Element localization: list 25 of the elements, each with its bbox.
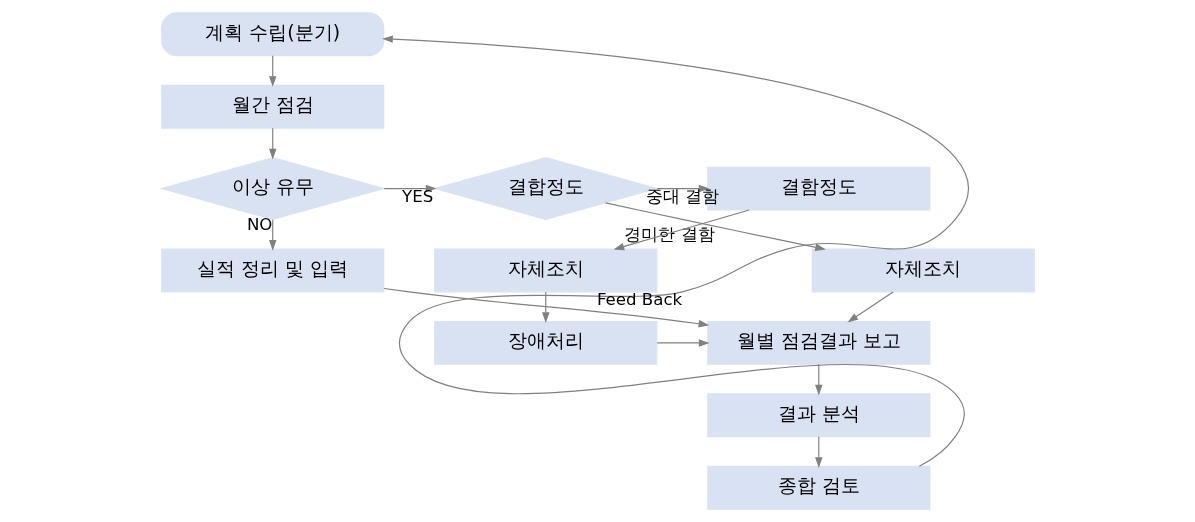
arrow — [268, 219, 276, 251]
edge-label: 경미한 결함 — [623, 224, 715, 244]
arrow — [268, 127, 276, 160]
node-box: 자체조치 — [433, 248, 657, 293]
arrow — [814, 436, 823, 468]
arrow — [381, 35, 969, 467]
arrow — [656, 184, 709, 193]
edge-label: YES — [401, 186, 433, 206]
arrow — [541, 291, 549, 324]
node-box: 계획 수립(분기) — [160, 12, 384, 57]
node-box: 종합 검토 — [706, 465, 930, 510]
node-box: 결과 분석 — [706, 393, 930, 438]
node-box: 실적 정리 및 입력 — [160, 248, 384, 293]
arrow — [268, 55, 276, 87]
node-box: 월간 점검 — [160, 84, 384, 129]
arrow — [656, 339, 709, 347]
arrow — [814, 363, 823, 396]
edge-label: Feed Back — [596, 290, 682, 310]
arrow — [846, 291, 894, 323]
arrow — [613, 209, 750, 251]
node-box: 월별 점검결과 보고 — [706, 320, 930, 365]
arrow — [604, 202, 826, 251]
node-box: 장애처리 — [433, 320, 657, 365]
arrow — [383, 287, 709, 328]
node-box: 자체조치 — [811, 248, 1035, 293]
